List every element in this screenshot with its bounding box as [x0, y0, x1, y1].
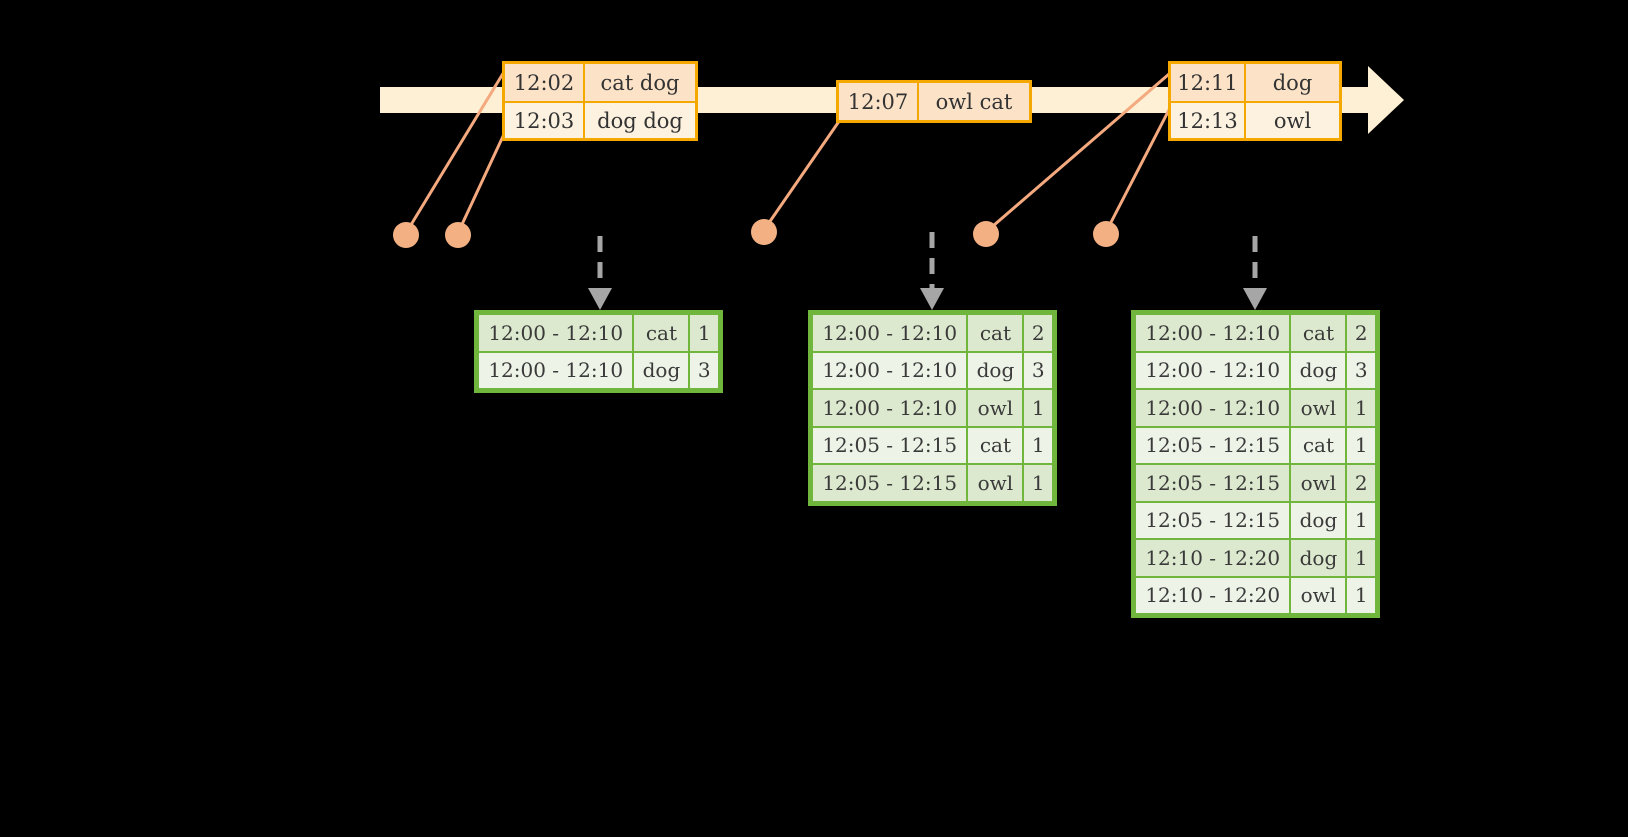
- cell-window: 12:05 - 12:15: [812, 464, 968, 502]
- flow-arrows: [597, 232, 1258, 288]
- cell-window: 12:00 - 12:10: [812, 351, 968, 389]
- cell-count: 1: [1023, 464, 1053, 502]
- cell-window: 12:05 - 12:15: [812, 426, 968, 464]
- cell-window: 12:00 - 12:10: [1135, 389, 1291, 427]
- cell-key: owl: [967, 464, 1024, 502]
- cell-count: 1: [1023, 426, 1053, 464]
- cell-window: 12:00 - 12:10: [478, 351, 634, 389]
- cell-key: cat: [1290, 426, 1347, 464]
- cell-window: 12:00 - 12:10: [1135, 314, 1291, 352]
- event-dot-icon: [445, 222, 471, 248]
- cell-count: 2: [1023, 314, 1053, 352]
- event-words: dog: [1272, 70, 1313, 95]
- event-dot-icon: [1093, 221, 1119, 247]
- event-box-3[interactable]: 12:11 dog 12:13 owl: [1168, 61, 1342, 141]
- cell-window: 12:10 - 12:20: [1135, 576, 1291, 614]
- cell-key: dog: [1290, 539, 1347, 577]
- event-time: 12:07: [839, 83, 919, 120]
- connector-line-1: [404, 61, 512, 234]
- cell-key: dog: [633, 351, 690, 389]
- event-words: owl: [1273, 108, 1312, 133]
- cell-window: 12:10 - 12:20: [1135, 539, 1291, 577]
- event-row: 12:03 dog dog: [505, 101, 695, 138]
- connector-line-5: [1104, 103, 1174, 233]
- event-time: 12:03: [505, 103, 585, 138]
- cell-window: 12:05 - 12:15: [1135, 501, 1291, 539]
- connector-dots: [393, 219, 1119, 248]
- event-time: 12:13: [1171, 103, 1246, 138]
- connector-line-2: [456, 131, 507, 234]
- event-row: 12:07 owl cat: [839, 83, 1029, 120]
- cell-window: 12:00 - 12:10: [812, 389, 968, 427]
- cell-count: 3: [1023, 351, 1053, 389]
- cell-window: 12:00 - 12:10: [1135, 351, 1291, 389]
- event-box-2[interactable]: 12:07 owl cat: [836, 80, 1032, 123]
- cell-count: 2: [1346, 464, 1376, 502]
- cell-key: cat: [1290, 314, 1347, 352]
- cell-count: 1: [1346, 501, 1376, 539]
- cell-count: 1: [1346, 389, 1376, 427]
- event-box-1[interactable]: 12:02 cat dog 12:03 dog dog: [502, 61, 698, 141]
- cell-key: cat: [967, 314, 1024, 352]
- cell-key: owl: [1290, 464, 1347, 502]
- cell-window: 12:05 - 12:15: [1135, 426, 1291, 464]
- cell-key: dog: [1290, 501, 1347, 539]
- event-words: dog dog: [597, 108, 683, 133]
- event-row: 12:02 cat dog: [505, 64, 695, 101]
- cell-count: 1: [1346, 426, 1376, 464]
- cell-window: 12:05 - 12:15: [1135, 464, 1291, 502]
- cell-key: cat: [633, 314, 690, 352]
- cell-key: owl: [967, 389, 1024, 427]
- cell-count: 3: [689, 351, 719, 389]
- cell-count: 2: [1346, 314, 1376, 352]
- down-arrow-icon-head: [1243, 288, 1267, 310]
- event-time: 12:02: [505, 64, 585, 101]
- cell-key: cat: [967, 426, 1024, 464]
- down-arrow-icon-head: [588, 288, 612, 310]
- cell-count: 1: [689, 314, 719, 352]
- cell-key: owl: [1290, 389, 1347, 427]
- cell-count: 1: [1346, 576, 1376, 614]
- event-words: owl cat: [935, 89, 1013, 114]
- event-dot-icon: [751, 219, 777, 245]
- event-dot-icon: [393, 222, 419, 248]
- event-row: 12:11 dog: [1171, 64, 1339, 101]
- event-words: cat dog: [600, 70, 680, 95]
- event-time: 12:11: [1171, 64, 1246, 101]
- cell-count: 1: [1346, 539, 1376, 577]
- connector-line-3: [762, 116, 844, 231]
- cell-count: 3: [1346, 351, 1376, 389]
- event-dot-icon: [973, 221, 999, 247]
- cell-key: dog: [967, 351, 1024, 389]
- cell-window: 12:00 - 12:10: [812, 314, 968, 352]
- cell-count: 1: [1023, 389, 1053, 427]
- event-row: 12:13 owl: [1171, 101, 1339, 138]
- down-arrow-icon-head: [920, 288, 944, 310]
- cell-window: 12:00 - 12:10: [478, 314, 634, 352]
- flow-arrow-heads: [588, 288, 1267, 310]
- cell-key: dog: [1290, 351, 1347, 389]
- cell-key: owl: [1290, 576, 1347, 614]
